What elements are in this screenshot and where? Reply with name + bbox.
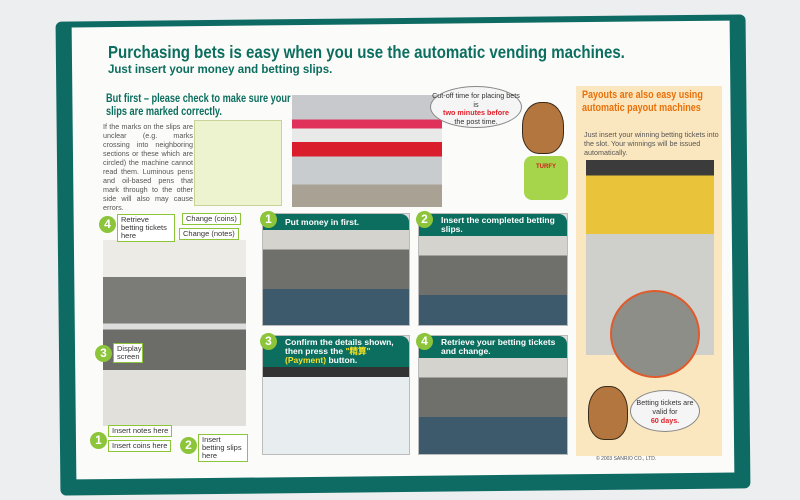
machine-photo — [103, 240, 246, 426]
copyright: © 2003 SANRIO CO., LTD. — [596, 456, 657, 462]
step-2-photo — [419, 236, 567, 325]
label-retrieve: Retrieve betting tickets here — [117, 214, 175, 242]
label-notes-change: Change (notes) — [179, 228, 239, 240]
step-1: Put money in first. — [262, 213, 410, 326]
cutoff-line2: the post time. — [454, 116, 498, 126]
step-1-number: 1 — [260, 211, 277, 228]
horse-mascot-icon — [588, 386, 628, 440]
label-number: 2 — [180, 437, 197, 454]
label-insert-slips: Insert betting slips here — [198, 434, 248, 462]
check-body: If the marks on the slips are unclear (e… — [103, 122, 193, 212]
horse-mascot-icon — [522, 102, 564, 154]
step-2-number: 2 — [416, 211, 433, 228]
label-coins-change: Change (coins) — [182, 213, 241, 225]
step-3-number: 3 — [260, 333, 277, 350]
betting-slip-image — [194, 120, 282, 206]
page-subtitle: Just insert your money and betting slips… — [108, 64, 333, 76]
step-4-number: 4 — [416, 333, 433, 350]
validity-highlight: 60 days. — [650, 416, 680, 425]
step-3-photo — [263, 367, 409, 454]
validity-bubble: Betting tickets are valid for 60 days. — [630, 390, 700, 432]
step-3-text-end: button. — [326, 355, 358, 365]
step-4-heading: Retrieve your betting tickets and change… — [419, 336, 567, 358]
vending-hall-photo — [292, 95, 442, 207]
cutoff-line1: Cut-off time for placing bets is — [432, 91, 520, 109]
step-2-heading: Insert the completed betting slips. — [419, 214, 567, 236]
step-4: Retrieve your betting tickets and change… — [418, 335, 568, 455]
payout-heading: Payouts are also easy using automatic pa… — [582, 89, 703, 114]
cutoff-highlight: two minutes before — [443, 108, 509, 117]
payout-body: Just insert your winning betting tickets… — [584, 130, 719, 157]
step-3-text: Confirm the details shown, then press th… — [285, 337, 394, 356]
label-insert-notes: Insert notes here — [108, 425, 173, 437]
label-number: 4 — [99, 216, 116, 233]
page-title: Purchasing bets is easy when you use the… — [108, 42, 625, 62]
validity-line: Betting tickets are valid for — [636, 398, 694, 416]
check-heading: But first – please check to make sure yo… — [106, 93, 291, 118]
step-3-heading: Confirm the details shown, then press th… — [263, 336, 409, 367]
step-2: Insert the completed betting slips. — [418, 213, 568, 326]
step-1-photo — [263, 230, 409, 325]
label-number: 1 — [90, 432, 107, 449]
cutoff-bubble: Cut-off time for placing bets is two min… — [430, 86, 522, 128]
label-display: Display screen — [113, 343, 143, 363]
mascot-shirt: TURFY — [524, 156, 568, 200]
step-1-heading: Put money in first. — [263, 214, 409, 230]
slot-closeup — [610, 290, 700, 378]
label-number: 3 — [95, 345, 112, 362]
step-3: Confirm the details shown, then press th… — [262, 335, 410, 455]
payment-highlight: "精算"(Payment) — [285, 346, 371, 365]
label-insert-coins: Insert coins here — [108, 440, 172, 452]
step-4-photo — [419, 358, 567, 454]
